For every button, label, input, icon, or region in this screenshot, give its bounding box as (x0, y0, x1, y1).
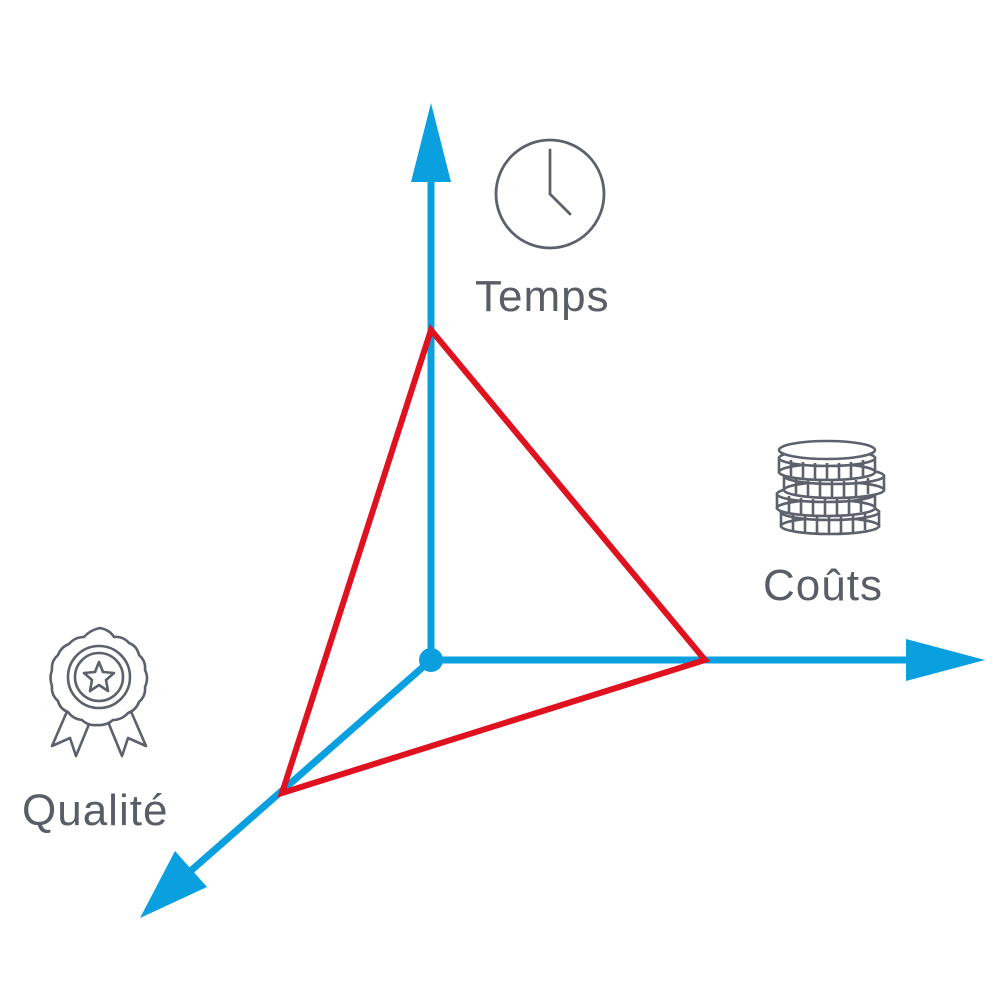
arrow-head-couts (906, 639, 985, 681)
axis-qualite (175, 657, 434, 885)
axis-label-qualite: Qualité (22, 786, 169, 835)
axes (175, 170, 920, 885)
coins-icon (775, 439, 886, 536)
axis-label-couts: Coûts (763, 561, 883, 610)
triangle (277, 323, 711, 798)
origin-dot (419, 648, 443, 672)
award-ribbon-icon (49, 626, 149, 758)
axis-label-temps: Temps (475, 272, 610, 321)
arrow-head-temps (411, 103, 451, 182)
arrow-head-qualite (140, 851, 207, 918)
clock-icon (494, 138, 606, 250)
arrow-heads (140, 103, 985, 918)
